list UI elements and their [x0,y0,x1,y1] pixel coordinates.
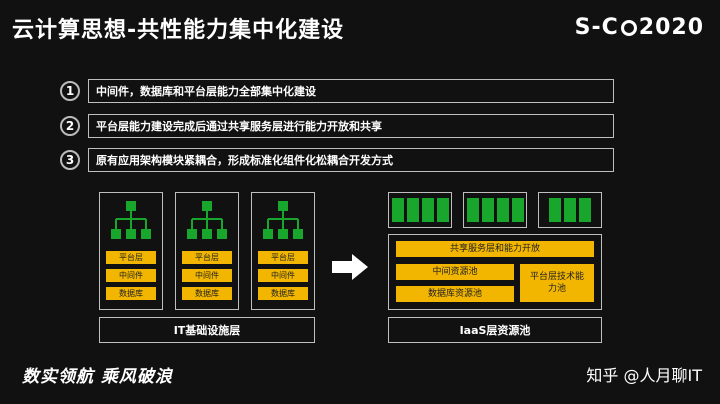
layer-platform: 平台层 [106,251,156,264]
pod-bar [549,198,561,222]
pod-bar [511,198,524,222]
pod-bar [436,198,449,222]
pod-bar [564,198,576,222]
tree-icon [187,201,227,239]
slide-title: 云计算思想-共性能力集中化建设 [12,18,345,43]
layer-database: 数据库 [182,287,232,300]
layer-platform: 平台层 [182,251,232,264]
app-stack-card: 平台层 中间件 数据库 [251,192,315,310]
point-text: 中间件，数据库和平台层能力全部集中化建设 [88,79,614,103]
it-infrastructure-label: IT基础设施层 [99,317,315,343]
layer-middleware: 中间件 [258,269,308,282]
app-pod [538,192,602,228]
point-text: 原有应用架构模块紧耦合，形成标准化组件化松耦合开发方式 [88,148,614,172]
point-text: 平台层能力建设完成后通过共享服务层进行能力开放和共享 [88,114,614,138]
tree-icon [111,201,151,239]
brand-prefix: S-C [574,15,619,40]
resource-pool-box: 共享服务层和能力开放 中间资源池 数据库资源池 平台层技术能力池 [388,234,602,310]
point-number: 2 [60,116,80,136]
pod-bar [391,198,404,222]
iaas-pool-label: IaaS层资源池 [388,317,602,343]
point-row-2: 2 平台层能力建设完成后通过共享服务层进行能力开放和共享 [60,114,614,138]
layer-database: 数据库 [258,287,308,300]
platform-tech-pool: 平台层技术能力池 [520,264,594,302]
point-number: 1 [60,81,80,101]
app-stack-card: 平台层 中间件 数据库 [99,192,163,310]
point-row-3: 3 原有应用架构模块紧耦合，形成标准化组件化松耦合开发方式 [60,148,614,172]
point-row-1: 1 中间件，数据库和平台层能力全部集中化建设 [60,79,614,103]
app-pod [388,192,452,228]
layer-middleware: 中间件 [182,269,232,282]
app-stack-card: 平台层 中间件 数据库 [175,192,239,310]
pod-bar [466,198,479,222]
tree-icon [263,201,303,239]
brand-logo: S-C 2020 [575,15,704,40]
tagline: 数实领航 乘风破浪 [22,367,173,387]
pod-bar [579,198,591,222]
watermark: 知乎 @人月聊IT [586,366,702,385]
pod-bar [406,198,419,222]
app-pod [463,192,527,228]
brand-suffix: 2020 [638,15,704,40]
middleware-pool: 中间资源池 [396,264,514,280]
pod-bar [496,198,509,222]
layer-database: 数据库 [106,287,156,300]
layer-platform: 平台层 [258,251,308,264]
point-number: 3 [60,150,80,170]
layer-middleware: 中间件 [106,269,156,282]
shared-service-layer: 共享服务层和能力开放 [396,241,594,257]
pod-bar [421,198,434,222]
arrow-right-icon [332,254,368,280]
gear-icon [620,19,637,36]
pod-bar [481,198,494,222]
database-pool: 数据库资源池 [396,286,514,302]
